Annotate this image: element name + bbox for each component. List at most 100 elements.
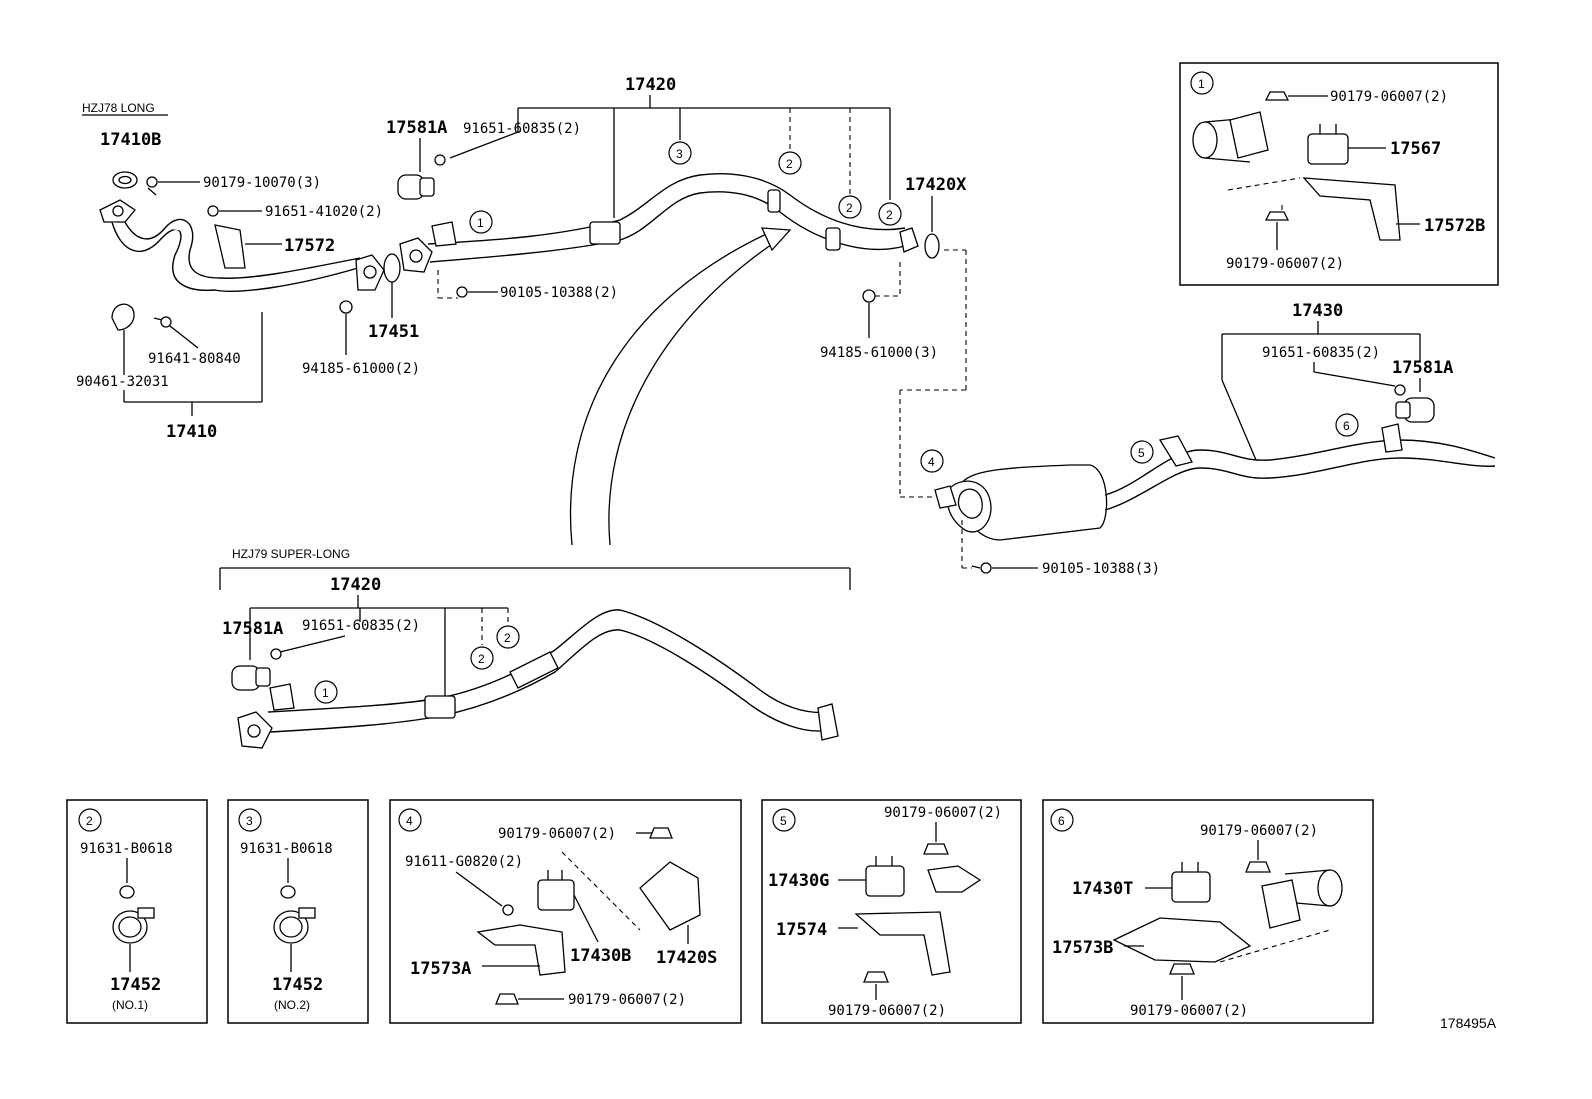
hanger-17581a-top	[397, 174, 435, 200]
part-label-17410B: 17410B	[100, 130, 161, 150]
bolt-91651-60835-mid	[270, 648, 282, 660]
part-label-box6-17430T: 17430T	[1072, 879, 1133, 899]
center-pipe-17420	[399, 173, 919, 273]
detail-box-6	[1042, 799, 1374, 1024]
callout-2-top-a	[778, 151, 802, 175]
part-label-box5-nut-top: 90179-06007(2)	[884, 805, 1002, 821]
part-label-17410: 17410	[166, 422, 217, 442]
detail-box-4	[389, 799, 742, 1024]
callout-5-box	[772, 808, 796, 832]
muffler-tail-pipe-17430	[934, 423, 1496, 541]
part-label-box3-note: (NO.2)	[274, 998, 310, 1012]
part-label-17572B: 17572B	[1424, 216, 1485, 236]
part-label-90105-10388-3: 90105-10388(3)	[1042, 561, 1160, 577]
part-label-90105-10388-2: 90105-10388(2)	[500, 285, 618, 301]
part-label-91651-60835-mid: 91651-60835(2)	[302, 618, 420, 634]
clamp-17452-no2	[273, 907, 316, 944]
callout-6-right-text: 6	[1343, 419, 1350, 433]
callout-3-box	[238, 808, 262, 832]
bracket-17573b	[1112, 917, 1252, 963]
part-label-box5-17574: 17574	[776, 920, 827, 940]
variant-label-long: HZJ78 LONG	[82, 101, 155, 115]
bolt-91651-60835-top	[434, 154, 446, 166]
part-label-box4-nut-top: 90179-06007(2)	[498, 826, 616, 842]
nut-box1-top	[1264, 91, 1290, 101]
part-label-17572: 17572	[284, 236, 335, 256]
callout-5-box-text: 5	[780, 814, 787, 828]
nut-box2	[119, 885, 135, 899]
part-label-17420-top: 17420	[625, 75, 676, 95]
nut-box1-bottom	[1264, 211, 1290, 221]
callout-6-right	[1335, 413, 1359, 437]
bolt-91641-80840	[153, 316, 172, 328]
bolt-91651-60835-right	[1394, 384, 1406, 396]
part-label-17451: 17451	[368, 322, 419, 342]
part-label-box1-nut-bottom: 90179-06007(2)	[1226, 256, 1344, 272]
nut-94185-61000-rear	[862, 289, 876, 303]
rubber-mount-17567	[1307, 124, 1349, 165]
callout-2-box	[78, 808, 102, 832]
arrow-head	[760, 227, 792, 252]
callout-2-mid-b	[496, 625, 520, 649]
part-label-17420X: 17420X	[905, 175, 967, 195]
part-label-94185-61000-3: 94185-61000(3)	[820, 345, 938, 361]
callout-2-top-c-text: 2	[886, 208, 893, 222]
heat-insulator-17420s	[639, 861, 701, 931]
part-label-box4-17420S: 17420S	[656, 948, 717, 968]
nut-box5-bottom	[863, 971, 889, 983]
callout-2-box-text: 2	[86, 814, 93, 828]
callout-2-mid-b-text: 2	[504, 631, 511, 645]
gasket-17420x	[924, 233, 940, 259]
part-label-box4-nut-bottom: 90179-06007(2)	[568, 992, 686, 1008]
part-label-box4-17573A: 17573A	[410, 959, 471, 979]
callout-1-mid-text: 1	[322, 686, 329, 700]
bolt-91651-41020	[207, 205, 219, 217]
detail-box-1	[1179, 62, 1499, 286]
callout-1-box-text: 1	[1198, 77, 1205, 91]
center-pipe-17420-superlong	[237, 609, 839, 749]
part-label-box2-note: (NO.1)	[112, 998, 148, 1012]
flange-front-pipe	[355, 254, 385, 291]
bolt-box4	[502, 904, 514, 916]
callout-2-mid-a	[470, 646, 494, 670]
frame-bracket-box5	[927, 865, 982, 893]
variant-label-superlong: HZJ79 SUPER-LONG	[232, 547, 350, 561]
bolt-90179-10070	[146, 176, 158, 196]
part-label-box6-nut-top: 90179-06007(2)	[1200, 823, 1318, 839]
bracket-17573a	[476, 924, 566, 976]
part-label-box4-17430B: 17430B	[570, 946, 631, 966]
callout-3-top-text: 3	[676, 147, 683, 161]
figure-id: 178495A	[1440, 1015, 1497, 1031]
nut-box6-top	[1245, 861, 1271, 873]
part-label-box2-bolt: 91631-B0618	[80, 841, 173, 857]
callout-1-box	[1190, 71, 1214, 95]
callout-6-box	[1050, 808, 1074, 832]
callout-2-top-a-text: 2	[786, 157, 793, 171]
part-label-91651-60835-right: 91651-60835(2)	[1262, 345, 1380, 361]
clamp-17452-no1	[112, 907, 155, 944]
part-label-91651-41020: 91651-41020(2)	[265, 204, 383, 220]
callout-2-top-b	[838, 195, 862, 219]
gasket-17451	[383, 253, 401, 283]
part-label-17581A-mid: 17581A	[222, 619, 283, 639]
nut-box3	[280, 885, 296, 899]
hanger-17581a-mid	[231, 665, 271, 691]
detail-box-2	[66, 799, 208, 1024]
callout-1-top-text: 1	[477, 216, 484, 230]
part-label-90461-32031: 90461-32031	[76, 374, 169, 390]
callout-5-right	[1130, 440, 1154, 464]
nut-box4-bottom	[495, 993, 519, 1005]
callout-3-top	[668, 141, 692, 165]
bolt-90105-10388-top	[456, 286, 468, 298]
part-label-17420-mid: 17420	[330, 575, 381, 595]
callout-4-box	[398, 808, 422, 832]
callout-2-top-b-text: 2	[846, 201, 853, 215]
nut-box4-top	[649, 827, 673, 839]
part-label-box6-17573B: 17573B	[1052, 938, 1113, 958]
callout-6-box-text: 6	[1058, 814, 1065, 828]
callout-1-mid	[314, 680, 338, 704]
part-label-17567: 17567	[1390, 139, 1441, 159]
nut-box6-bottom	[1169, 963, 1195, 975]
part-label-box3-17452: 17452	[272, 975, 323, 995]
